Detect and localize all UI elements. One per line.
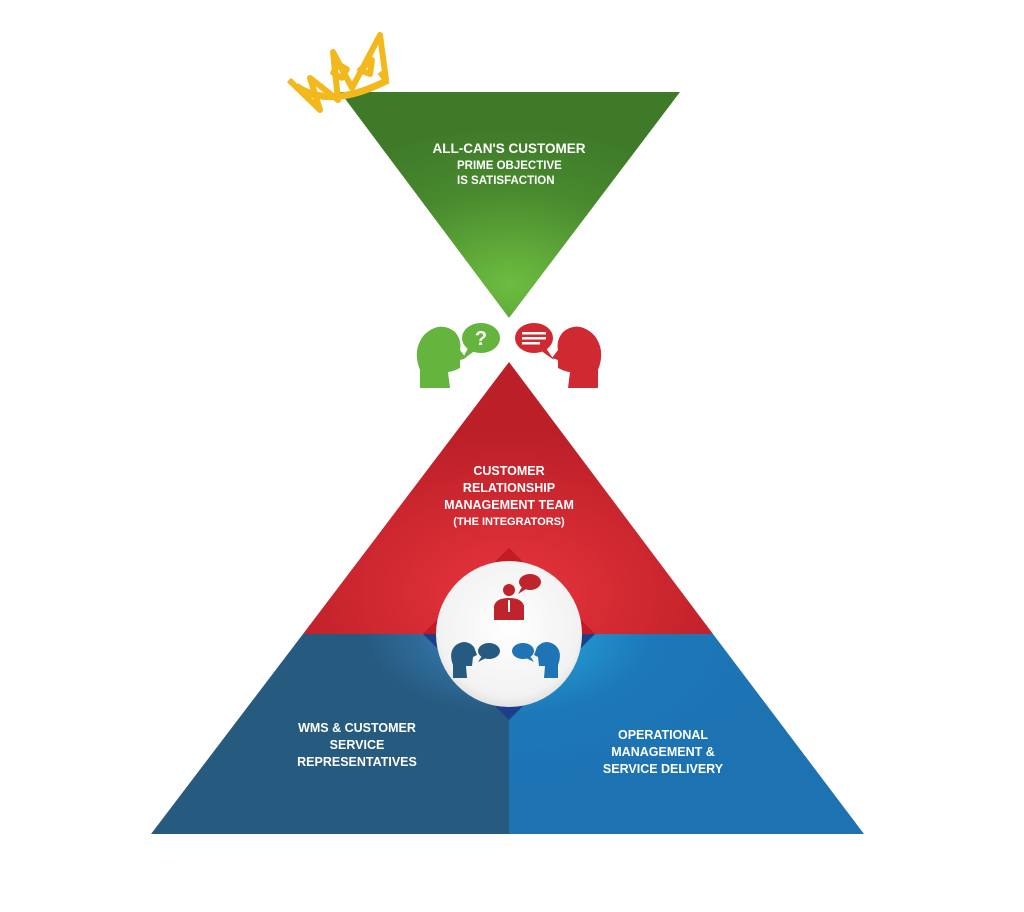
label-line: CUSTOMER (473, 464, 545, 478)
label-line: (THE INTEGRATORS) (453, 516, 565, 528)
label-line: MANAGEMENT & (611, 745, 715, 759)
label-line: SERVICE (329, 738, 385, 752)
label-line: SERVICE DELIVERY (602, 762, 724, 776)
blue-head-left-icon (451, 641, 500, 678)
subtitle-line: IS SATISFACTION (457, 175, 555, 187)
label-line: OPERATIONAL (617, 728, 709, 742)
operations-label: OPERATIONAL MANAGEMENT & SERVICE DELIVER… (563, 727, 763, 778)
label-line: WMS & CUSTOMER (298, 721, 416, 735)
question-mark-icon: ? (475, 328, 487, 350)
integration-circle (436, 561, 582, 707)
customer-head-icon: ? (416, 323, 500, 388)
label-line: REPRESENTATIVES (297, 755, 417, 769)
blue-head-right-icon (512, 641, 560, 678)
representative-head-icon (515, 323, 602, 388)
customer-subtitle: PRIME OBJECTIVE IS SATISFACTION (457, 159, 562, 189)
crown-icon (286, 32, 390, 113)
crm-team-label: CUSTOMER RELATIONSHIP MANAGEMENT TEAM (T… (409, 463, 609, 531)
label-line: MANAGEMENT TEAM (444, 498, 574, 512)
wms-label: WMS & CUSTOMER SERVICE REPRESENTATIVES (257, 720, 457, 771)
label-line: RELATIONSHIP (462, 481, 556, 495)
crm-team-triangle (303, 362, 713, 634)
manager-icon (494, 574, 541, 620)
subtitle-line: PRIME OBJECTIVE (457, 160, 562, 172)
wms-section (151, 634, 509, 834)
operations-section (509, 634, 864, 834)
customer-triangle (340, 92, 680, 318)
customer-title: ALL-CAN'S CUSTOMER (432, 141, 586, 156)
